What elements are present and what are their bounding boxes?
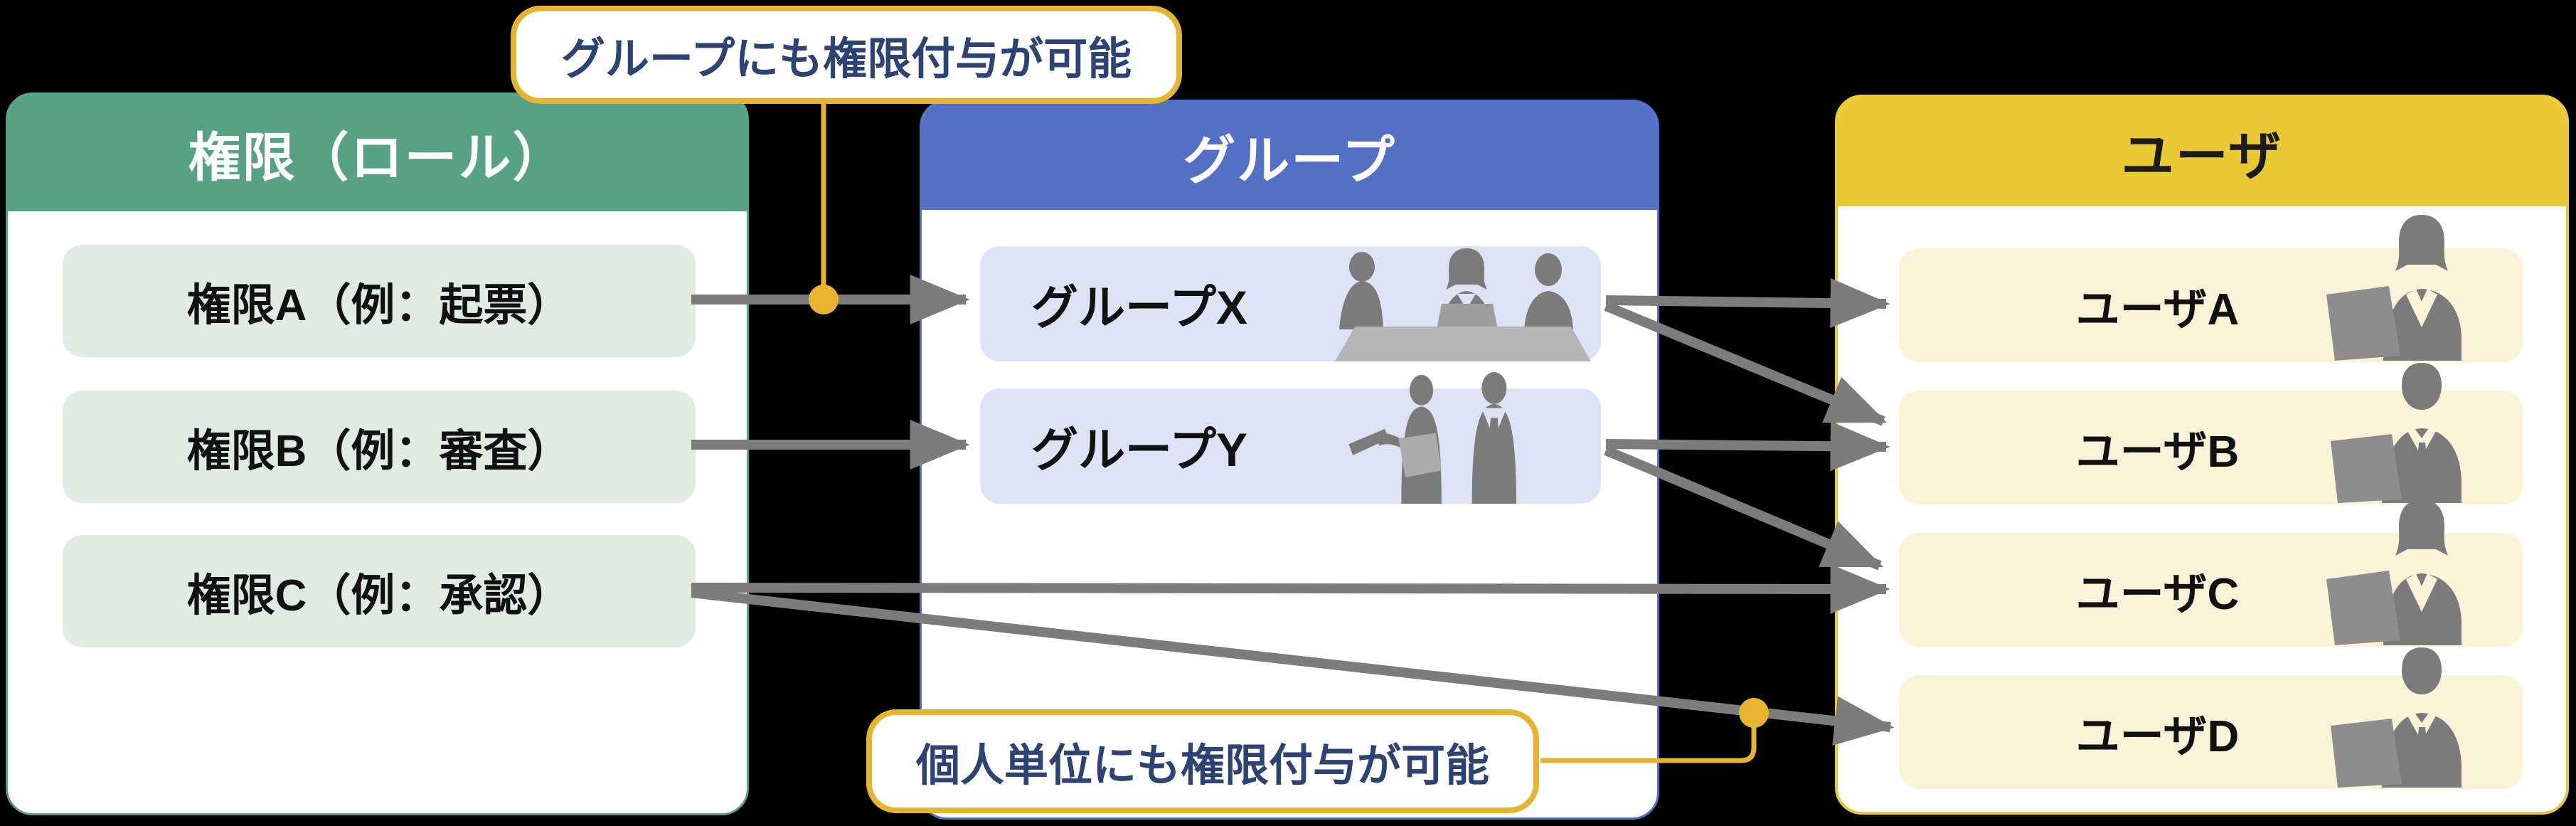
user-row-c-label: ユーザC (2075, 570, 2240, 619)
user-row-d: ユーザD (1899, 647, 2523, 789)
group-row-y: グループY (980, 372, 1601, 504)
laptop-icon (1437, 304, 1498, 329)
callout-individual-grant: 個人単位にも権限付与が可能 (866, 709, 1539, 813)
user-row-a: ユーザA (1899, 215, 2523, 362)
panel-roles-header: 権限（ロール） (8, 95, 747, 211)
group-row-x: グループX (980, 246, 1601, 361)
tie-icon (1488, 418, 1501, 464)
callout-group-grant-text: グループにも権限付与が可能 (560, 35, 1132, 84)
panel-roles: 権限（ロール） 権限A（例：起票） 権限B（例：審査） 権限C（例：承認） (6, 92, 749, 815)
standing-group-icon (1348, 372, 1516, 504)
user-row-d-label: ユーザD (2075, 712, 2240, 761)
role-row-a-label: 権限A（例：起票） (186, 281, 572, 330)
user-row-c: ユーザC (1899, 499, 2523, 647)
callout-bottom-anchor-dot (1739, 698, 1769, 728)
panel-groups-header: グループ (922, 102, 1657, 210)
role-row-b-label: 権限B（例：審査） (186, 427, 572, 476)
group-row-x-label: グループX (1031, 281, 1248, 334)
callout-top-anchor-dot (809, 285, 839, 314)
callout-group-grant: グループにも権限付与が可能 (511, 6, 1182, 104)
user-row-b-label: ユーザB (2075, 428, 2240, 477)
tie-icon (2417, 727, 2428, 767)
role-row-a: 権限A（例：起票） (63, 245, 696, 357)
callout-individual-grant-text: 個人単位にも権限付与が可能 (915, 741, 1489, 790)
panel-users: ユーザ ユーザA ユーザB ユーザC (1835, 95, 2569, 815)
role-row-c-label: 権限C（例：承認） (186, 571, 572, 620)
tie-icon (2417, 443, 2428, 482)
folder-icon (1398, 433, 1442, 477)
panel-users-header: ユーザ (1838, 97, 2566, 206)
meeting-group-icon (1335, 248, 1591, 361)
user-row-a-label: ユーザA (2075, 285, 2240, 334)
group-row-y-label: グループY (1031, 423, 1248, 476)
table-icon (1335, 327, 1591, 361)
role-row-b: 権限B（例：審査） (63, 391, 696, 503)
user-row-b: ユーザB (1899, 363, 2523, 504)
role-row-c: 権限C（例：承認） (63, 535, 696, 647)
